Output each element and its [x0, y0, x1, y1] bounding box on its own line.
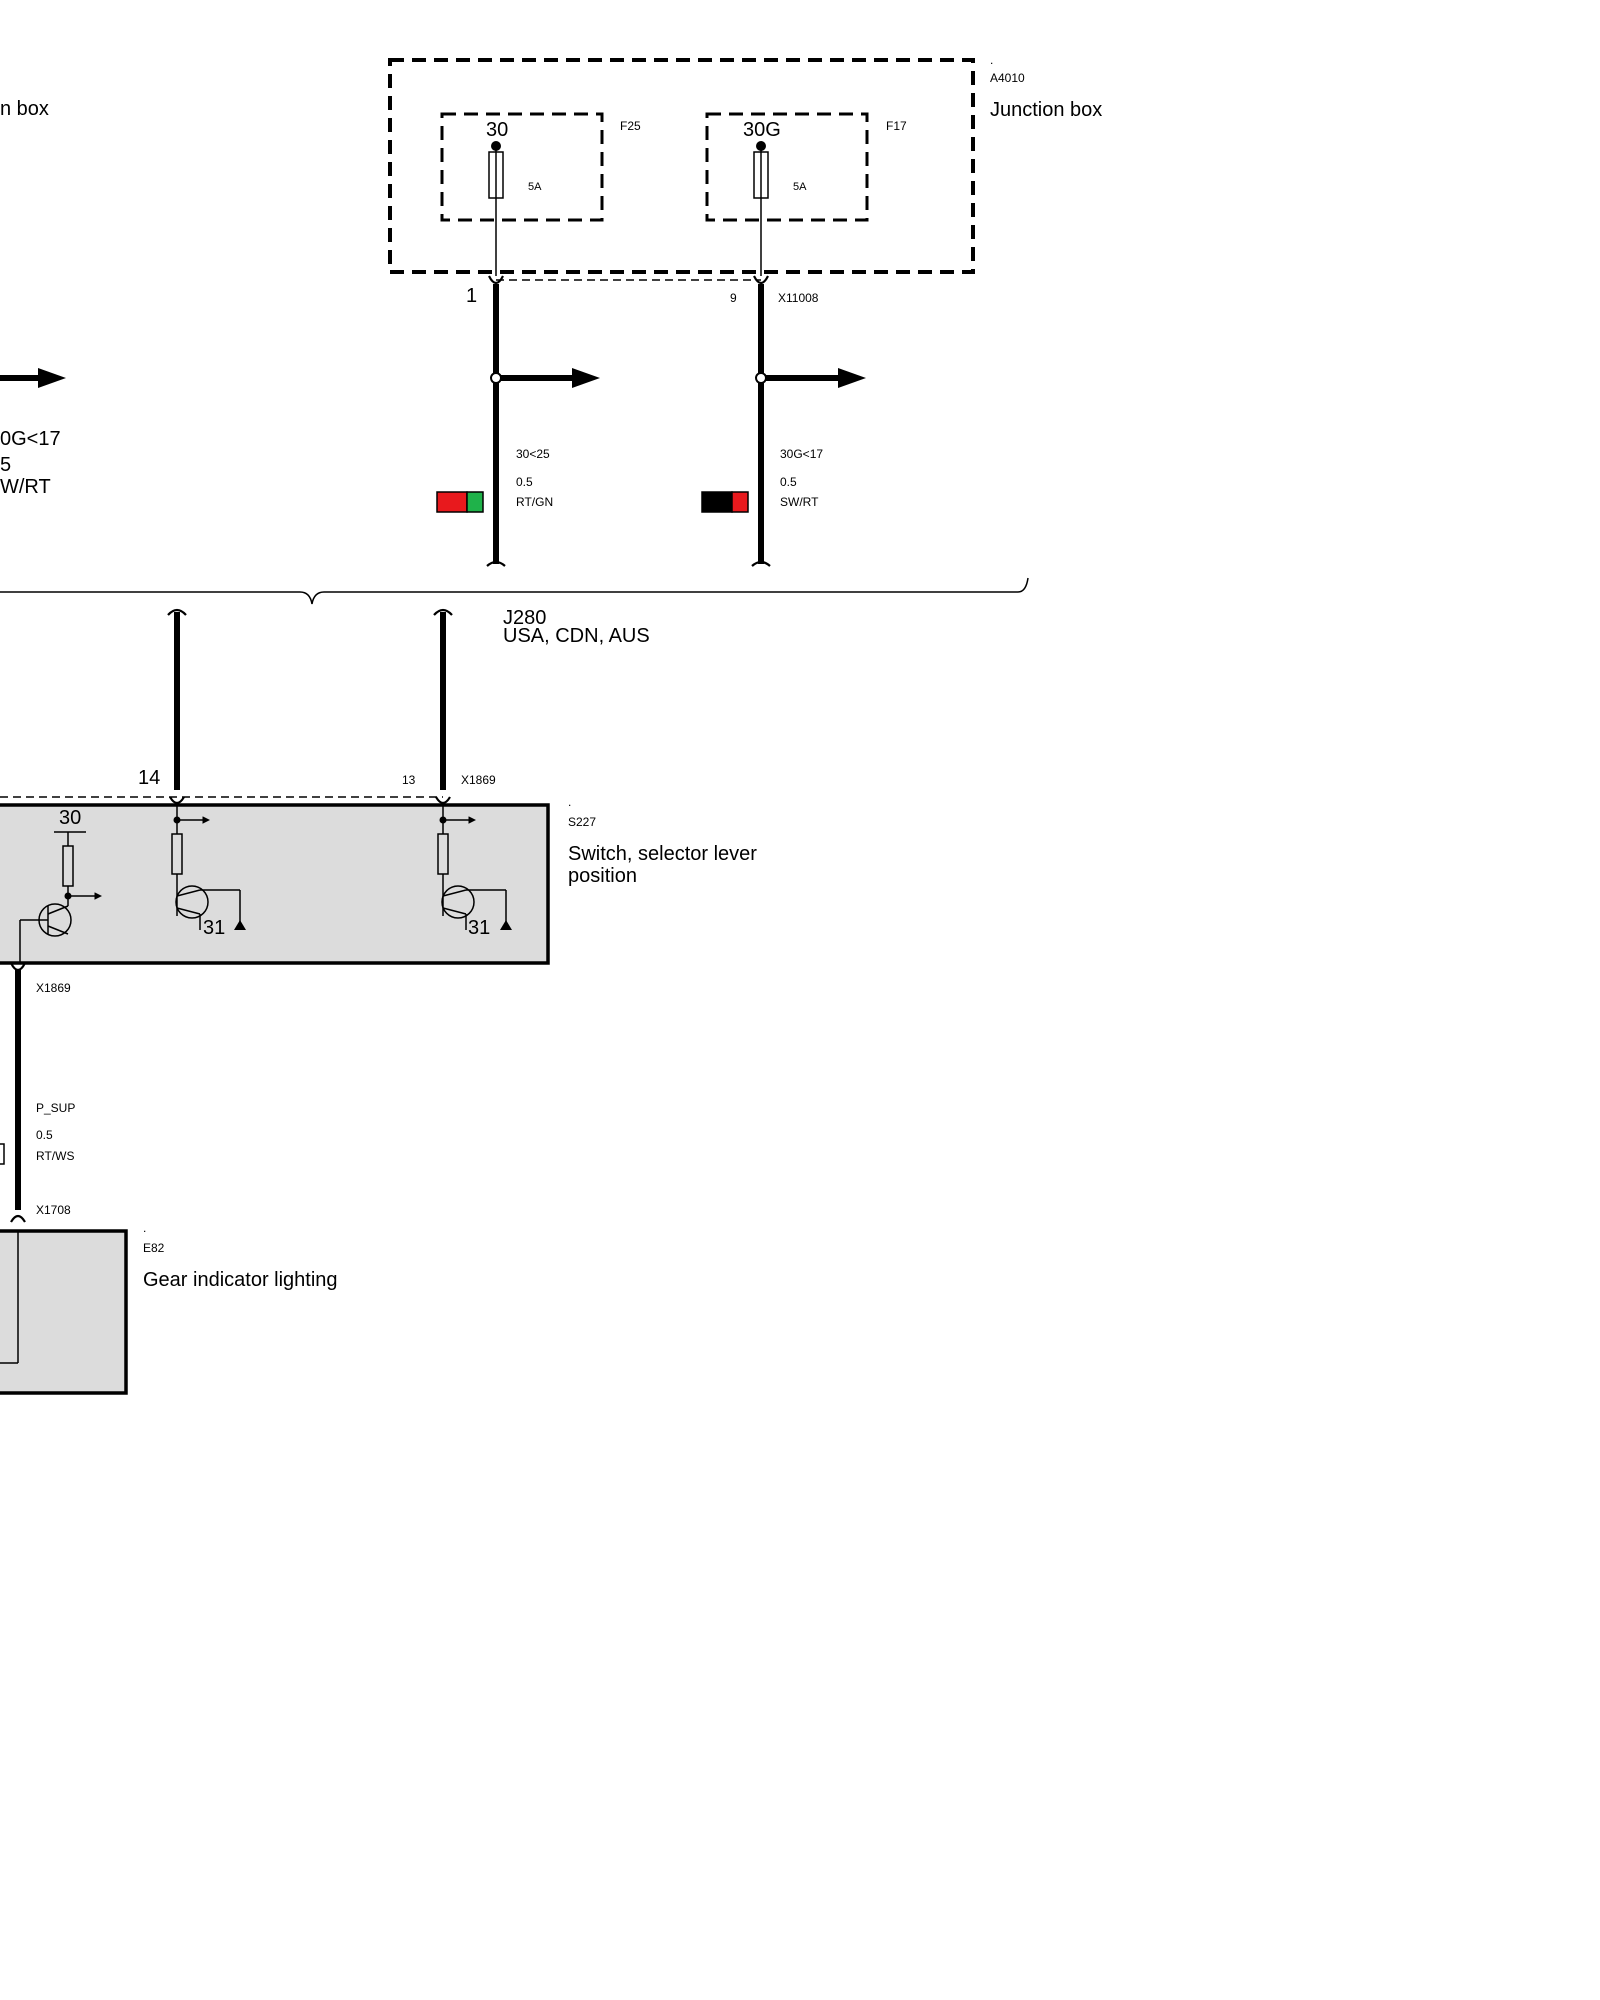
stage14-ground-icon: [234, 920, 246, 930]
switch-pin-13: 13: [402, 773, 416, 787]
switch-pin-14-socket: [169, 796, 185, 805]
wire-13-break: [433, 608, 453, 616]
wire-b-splice-node: [755, 372, 767, 384]
connector-x11008-label: X11008: [778, 291, 819, 305]
gear-dot: .: [143, 1221, 146, 1235]
junction-pin-9: 9: [730, 291, 737, 305]
switch-id: S227: [568, 815, 596, 829]
junction-box: . A4010 Junction box 30 F25 5A 30G F17 5…: [388, 53, 1102, 307]
switch-pin-14: 14: [138, 767, 160, 789]
gear-indicator-lighting: X1708 . E82 Gear indicator lighting: [0, 1203, 338, 1395]
junction-box-name: Junction box: [990, 99, 1102, 121]
wire-a-size: 0.5: [516, 475, 533, 489]
fuse-f25-rating: 5A: [528, 181, 542, 193]
stage13-transistor: [441, 885, 475, 919]
junction-box-id: A4010: [990, 71, 1025, 85]
wire-a-color: RT/GN: [516, 495, 553, 509]
stage13-emitter: [442, 907, 467, 915]
fuse-f17-symbol: [753, 151, 769, 199]
left-wire-size: 5: [0, 454, 11, 476]
wire-a-pin-socket: [488, 275, 504, 285]
gear-name: Gear indicator lighting: [143, 1269, 338, 1291]
wire-a-swatch-primary: [436, 491, 468, 513]
wire-b-arrow-head: [838, 368, 866, 388]
stage13-ground-icon: [500, 920, 512, 930]
left-wire-circuit: 0G<17: [0, 428, 61, 450]
fuse-f25-terminal: 30: [486, 119, 508, 141]
left-box-label-fragment: n box: [0, 98, 49, 120]
switch-ground-31-b: 31: [468, 917, 490, 939]
supply-emitter: [47, 925, 69, 935]
gear-connector-x1708: X1708: [36, 1203, 71, 1217]
wire-14-break: [167, 608, 187, 616]
switch-ground-31-a: 31: [203, 917, 225, 939]
switch-body: [0, 803, 550, 965]
selector-switch: 14 13 X1869 . S227 Switch, selector leve…: [0, 767, 757, 965]
wire-b-circuit: 30G<17: [780, 447, 823, 461]
wire-b-swatch-primary: [701, 491, 733, 513]
switch-dot: .: [568, 795, 571, 809]
wire-c-swatch: [0, 1143, 5, 1165]
stage14-emitter: [176, 907, 201, 915]
wire-c-color: RT/WS: [36, 1149, 74, 1163]
switch-terminal-30: 30: [59, 807, 81, 829]
stage14-transistor: [175, 885, 209, 919]
wire-c-bottom-socket: [10, 1214, 26, 1223]
fuse-f25-id: F25: [620, 119, 641, 133]
wire-30-25: 30<25 0.5 RT/GN: [436, 275, 600, 567]
wire-b-color: SW/RT: [780, 495, 819, 509]
wire-b-break: [751, 560, 771, 567]
switch-connector-bottom: X1869: [36, 981, 71, 995]
switch-name-line2: position: [568, 865, 637, 887]
left-cut-section: n box 0G<17 5 W/RT: [0, 98, 66, 498]
wire-b-swatch-stripe: [731, 491, 749, 513]
gear-lighting-body: [0, 1229, 128, 1395]
junction-pin-1: 1: [466, 285, 477, 307]
option-code: J280: [503, 607, 546, 629]
switch-name-line1: Switch, selector lever: [568, 843, 757, 865]
left-arrow-head: [38, 368, 66, 388]
fuse-f17-terminal: 30G: [743, 119, 781, 141]
stage13-collector: [442, 889, 467, 897]
option-markets: USA, CDN, AUS: [503, 625, 650, 647]
supply-collector: [47, 905, 69, 915]
wire-a-circuit: 30<25: [516, 447, 550, 461]
wire-a-swatch-stripe: [466, 491, 484, 513]
wire-p-sup: X1869 P_SUP 0.5 RT/WS: [0, 962, 75, 1223]
fuse-f17-id: F17: [886, 119, 907, 133]
fuse-f17-housing: [705, 112, 869, 222]
left-wire-color: W/RT: [0, 476, 51, 498]
junction-box-dot: .: [990, 53, 993, 67]
switch-input-wires: [167, 608, 453, 790]
option-brace: [0, 577, 1029, 605]
junction-box-outline: [388, 58, 975, 274]
wire-b-size: 0.5: [780, 475, 797, 489]
wire-b-pin-socket: [753, 275, 769, 285]
wire-a-splice-node: [490, 372, 502, 384]
wire-c-size: 0.5: [36, 1128, 53, 1142]
wire-a-arrow-head: [572, 368, 600, 388]
stage14-collector: [176, 889, 201, 897]
fuse-f25-housing: [440, 112, 604, 222]
wire-30g-17: 30G<17 0.5 SW/RT: [701, 275, 866, 567]
wire-c-circuit: P_SUP: [36, 1101, 75, 1115]
gear-id: E82: [143, 1241, 165, 1255]
option-brace-j280: J280 USA, CDN, AUS: [0, 577, 1029, 647]
wire-a-break: [486, 560, 506, 567]
fuse-f25-symbol: [488, 151, 504, 199]
switch-connector-top: X1869: [461, 773, 496, 787]
fuse-f17-rating: 5A: [793, 181, 807, 193]
switch-pin-13-socket: [435, 796, 451, 805]
